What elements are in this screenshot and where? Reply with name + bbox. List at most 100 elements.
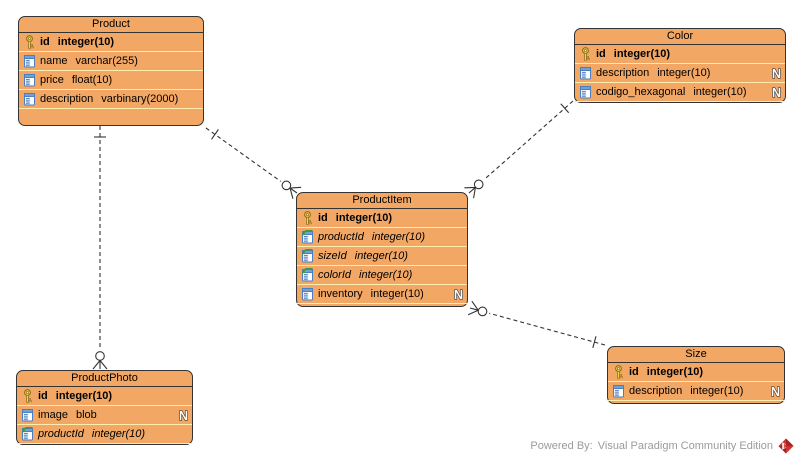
edge-product-productphoto[interactable] [92,126,108,370]
column-type: integer(10) [335,212,393,224]
column-type: integer(10) [354,250,408,262]
column-icon [20,408,34,422]
svg-text:N: N [771,385,780,398]
nullable-icon: N [175,409,190,422]
cardinality-one-tick [560,103,570,114]
column-name: productId [318,231,364,243]
column-type: blob [75,409,97,421]
edge-product-productitem[interactable] [205,127,302,199]
entity-title[interactable]: Size [608,347,784,363]
cardinality-zero-circle [473,179,484,190]
foreign-key-icon [300,249,314,263]
column-row-image[interactable]: image blob N [17,406,192,425]
svg-text:N: N [772,67,781,80]
primary-key-icon [300,211,314,225]
foreign-key-icon [20,427,34,441]
cardinality-many-crowfoot [289,186,302,199]
column-name: colorId [318,269,352,281]
column-icon [300,287,314,301]
column-type: integer(10) [57,36,115,48]
cardinality-zero-circle [95,351,105,361]
svg-text:N: N [179,409,188,422]
entity-color[interactable]: Color id integer(10) description integer(10)… [574,28,786,103]
primary-key-icon [22,35,36,49]
column-name: codigo_hexagonal [596,86,686,98]
entity-title[interactable]: ProductPhoto [17,371,192,387]
cardinality-many-crowfoot [467,300,479,316]
column-row-id[interactable]: id integer(10) [17,387,192,406]
column-icon [22,92,36,106]
cardinality-zero-circle [477,306,488,317]
column-type: integer(10) [613,48,671,60]
cardinality-one-tick [211,129,219,140]
svg-text:N: N [772,86,781,99]
svg-text:N: N [454,288,463,301]
powered-by-credit: Powered By: Visual Paradigm Community Ed… [530,438,794,454]
column-icon [611,384,625,398]
foreign-key-icon [300,268,314,282]
nullable-icon: N [768,86,783,99]
entity-title[interactable]: Product [19,17,203,33]
powered-by-label: Powered By: [530,440,593,452]
column-row-id[interactable]: id integer(10) [297,209,467,228]
entity-title[interactable]: Color [575,29,785,45]
column-type: float(10) [71,74,113,86]
column-type: integer(10) [91,428,146,440]
column-row-description[interactable]: description varbinary(2000) [19,90,203,109]
column-type: integer(10) [690,385,744,397]
column-name: description [629,385,683,397]
entity-productitem[interactable]: ProductItem id integer(10) productId integer… [296,192,468,307]
column-name: image [38,409,68,421]
column-row-description[interactable]: description integer(10) N [575,64,785,83]
column-icon [22,54,36,68]
nullable-icon: N [768,67,783,80]
column-name: id [40,36,50,48]
column-row-price[interactable]: price float(10) [19,71,203,90]
column-row-productid[interactable]: productId integer(10) [17,425,192,444]
column-row-productid[interactable]: productId integer(10) [297,228,467,247]
column-row-id[interactable]: id integer(10) [575,45,785,64]
column-type: integer(10) [55,390,113,402]
brand-name: Visual Paradigm Community Edition [597,440,773,452]
cardinality-one-tick [592,336,597,349]
column-icon [578,85,592,99]
column-row-description[interactable]: description integer(10) N [608,382,784,401]
column-name: id [318,212,328,224]
column-type: varbinary(2000) [101,93,179,105]
column-type: integer(10) [370,288,424,300]
column-row-codigo_hexagonal[interactable]: codigo_hexagonal integer(10) N [575,83,785,102]
column-name: id [38,390,48,402]
visual-paradigm-logo-icon [778,438,794,454]
cardinality-many-crowfoot [92,360,108,370]
nullable-icon: N [450,288,465,301]
primary-key-icon [578,47,592,61]
column-name: id [596,48,606,60]
cardinality-many-crowfoot [464,186,476,199]
column-name: name [40,55,68,67]
column-type: integer(10) [693,86,747,98]
column-name: description [596,67,650,79]
column-type: integer(10) [646,366,704,378]
column-type: integer(10) [657,67,711,79]
column-name: price [40,74,64,86]
column-name: productId [38,428,84,440]
edge-color-productitem[interactable] [464,100,574,199]
column-name: description [40,93,94,105]
column-type: integer(10) [371,231,426,243]
primary-key-icon [20,389,34,403]
edge-size-productitem[interactable] [467,300,606,349]
foreign-key-icon [300,230,314,244]
cardinality-zero-circle [281,180,292,191]
entity-title[interactable]: ProductItem [297,193,467,209]
column-row-id[interactable]: id integer(10) [19,33,203,52]
